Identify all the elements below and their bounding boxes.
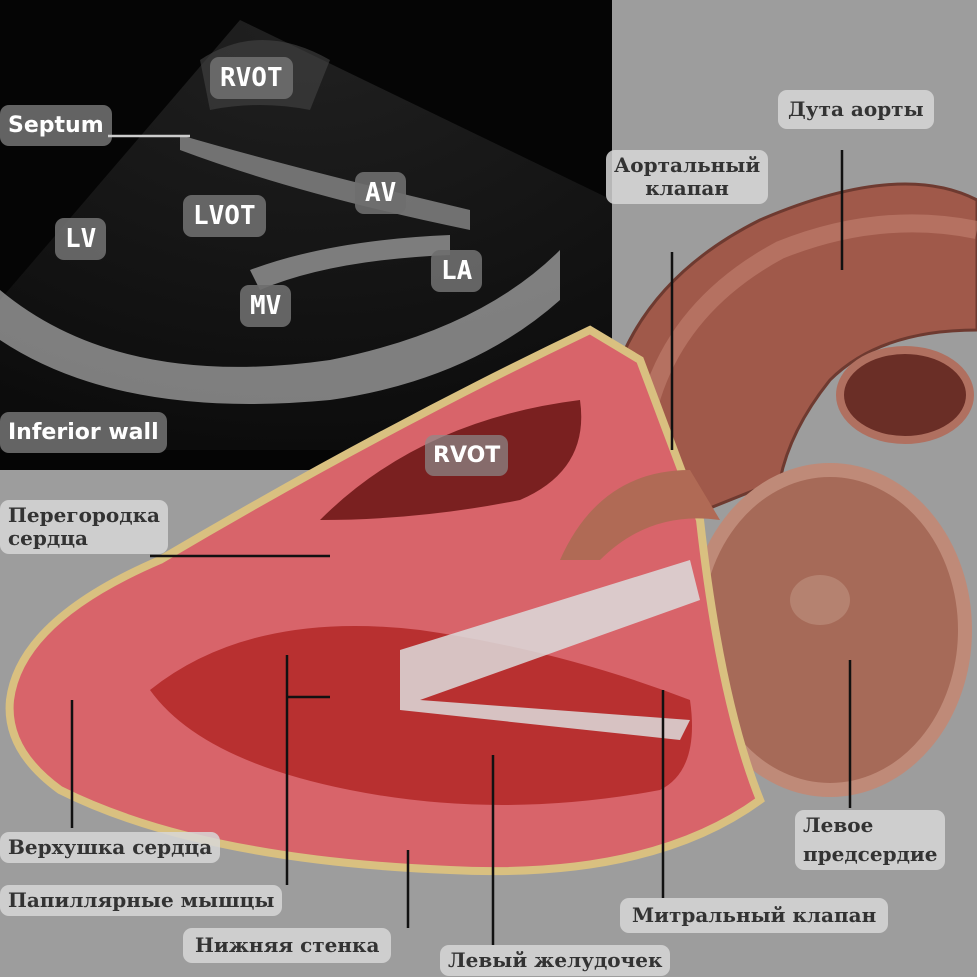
label-left-atrium-line2: предсердие — [803, 842, 938, 866]
echo-label-la: LA — [431, 250, 483, 292]
label-mitral-valve: Митральный клапан — [620, 898, 889, 933]
echo-label-mv: MV — [240, 285, 292, 327]
echo-label-rvot: RVOT — [210, 57, 293, 99]
label-aortic-valve: Аортальный клапан — [606, 150, 769, 204]
label-inferior-wall: Нижняя стенка — [183, 928, 392, 963]
echo-label-lv: LV — [55, 218, 107, 260]
label-aortic-arch: Дута аорты — [778, 90, 934, 129]
label-left-atrium-line1: Левое — [803, 813, 874, 837]
leader-lines — [70, 134, 852, 945]
echo-label-septum: Septum — [0, 105, 112, 146]
echo-label-inferior-wall: Inferior wall — [0, 412, 167, 453]
echocardiogram-image: RVOT Septum LV LVOT AV LA MV Inferior wa… — [0, 0, 612, 470]
label-aortic-valve-line2: клапан — [645, 176, 729, 200]
label-septum: Перегородка сердца — [0, 500, 168, 554]
echo-label-av: AV — [355, 172, 407, 214]
label-apex: Верхушка сердца — [0, 832, 221, 863]
anatomy-label-rvot: RVOT — [425, 435, 509, 476]
label-septum-line1: Перегородка — [8, 503, 160, 527]
label-papillary-muscles: Папиллярные мышцы — [0, 885, 283, 916]
label-left-ventricle: Левый желудочек — [440, 945, 671, 976]
label-left-atrium: Левое предсердие — [795, 810, 946, 870]
echo-label-lvot: LVOT — [183, 195, 266, 237]
label-septum-line2: сердца — [8, 526, 88, 550]
label-aortic-valve-line1: Аортальный — [614, 153, 761, 177]
